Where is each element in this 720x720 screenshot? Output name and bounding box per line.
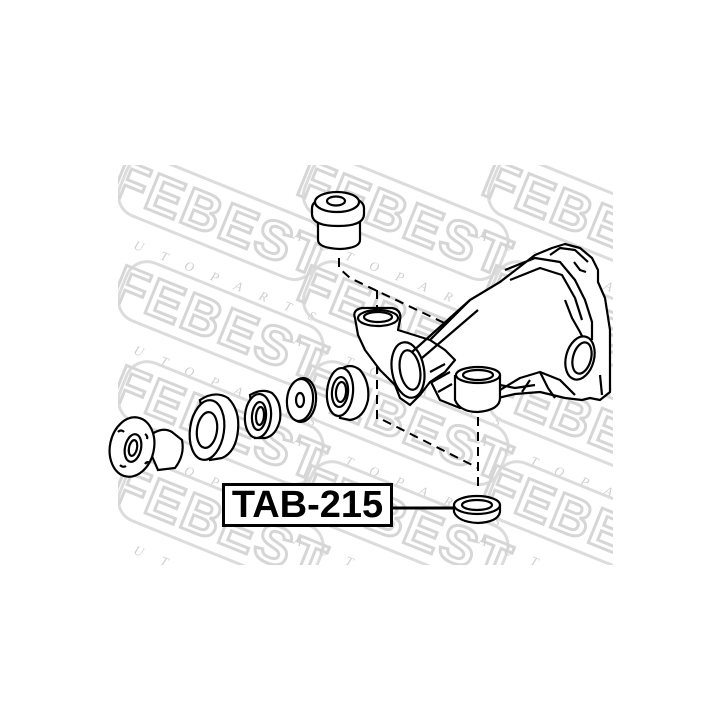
front-mount-bushing [325, 364, 370, 422]
companion-flange [108, 416, 184, 478]
washer [285, 376, 318, 424]
seal-ring [243, 389, 282, 440]
oil-seal [188, 393, 240, 462]
part-number-label: TAB-215 [222, 483, 393, 527]
upper-mount-bushing [310, 190, 366, 251]
differential-housing [353, 242, 612, 414]
tab-215-washer[interactable] [452, 494, 502, 525]
